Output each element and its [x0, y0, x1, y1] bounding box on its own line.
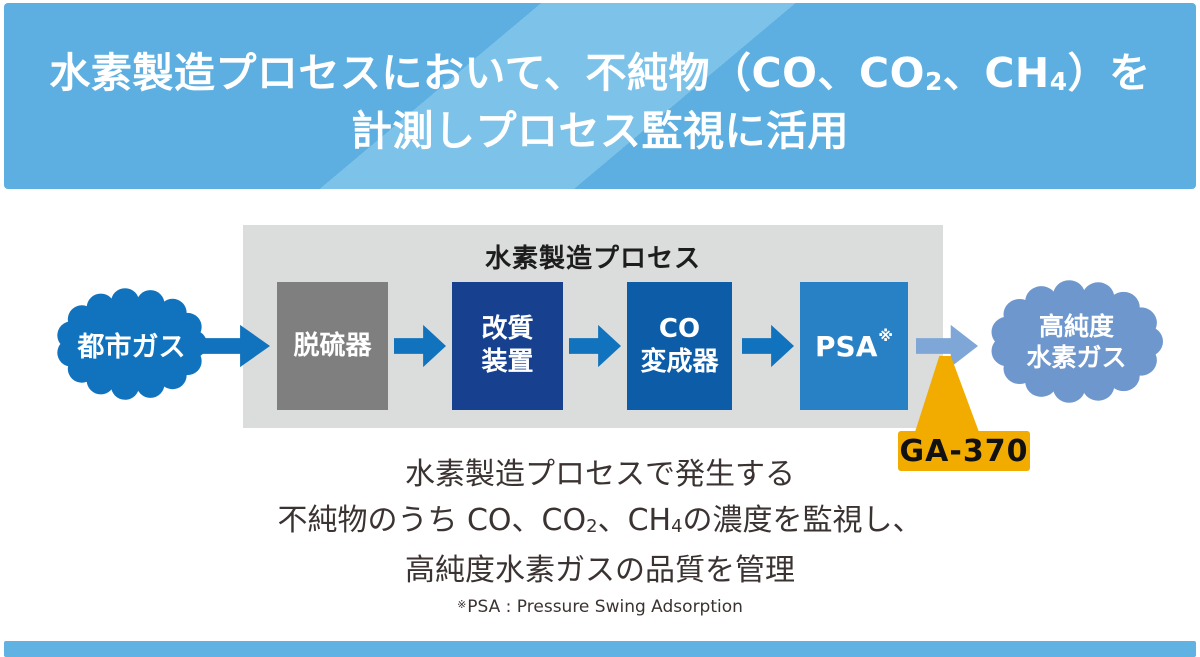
psa-note-mark: ※ [878, 326, 893, 345]
box-reformer: 改質 装置 [452, 282, 563, 410]
box-co-converter: CO 変成器 [627, 282, 732, 410]
desulfurizer-label: 脱硫器 [293, 330, 372, 361]
header-title-line1-part1: 水素製造プロセスにおいて、不純物（CO、CO [49, 49, 925, 97]
caption-co2-subscript: 2 [586, 516, 598, 537]
hydrogen-gas-cloud: 高純度 水素ガス [990, 280, 1163, 403]
cloud-shape-icon [57, 288, 207, 400]
header-title-line1: 水素製造プロセスにおいて、不純物（CO、CO2、CH4）を [4, 47, 1196, 105]
ga370-label: GA-370 [899, 433, 1029, 469]
psa-footnote: ※PSA : Pressure Swing Adsorption [0, 597, 1200, 617]
box-psa: PSA※ [800, 282, 908, 410]
co-converter-label-line1: CO [658, 314, 701, 344]
caption-block: 水素製造プロセスで発生する 不純物のうち CO、CO2、CH4の濃度を監視し、 … [0, 452, 1200, 594]
header-title-line2: 計測しプロセス監視に活用 [351, 107, 849, 155]
city-gas-label: 都市ガス [77, 331, 186, 363]
footnote-mark: ※ [457, 598, 467, 611]
caption-line2-part2: 、CH [597, 503, 672, 538]
footer-bar [4, 641, 1196, 657]
city-gas-cloud: 都市ガス [56, 288, 207, 400]
co2-subscript: 2 [924, 67, 943, 96]
co-converter-label-line2: 変成器 [640, 347, 719, 377]
hydrogen-gas-label-line2: 水素ガス [1026, 342, 1127, 372]
header-banner: 水素製造プロセスにおいて、不純物（CO、CO2、CH4）を 計測しプロセス監視に… [4, 3, 1196, 189]
reformer-label-line2: 装置 [481, 347, 534, 377]
box-desulfurizer: 脱硫器 [277, 282, 388, 410]
caption-line1: 水素製造プロセスで発生する [405, 457, 795, 492]
caption-line2: 不純物のうち CO、CO2、CH4の濃度を監視し、 [0, 498, 1200, 548]
header-title-line1-part3: ）を [1067, 49, 1151, 97]
caption-line2-part1: 不純物のうち CO、CO [277, 503, 587, 538]
process-panel-title: 水素製造プロセス [484, 244, 701, 274]
cloud-shape-icon [991, 280, 1163, 403]
caption-ch4-subscript: 4 [671, 516, 683, 537]
caption-line3: 高純度水素ガスの品質を管理 [405, 553, 795, 588]
ch4-subscript: 4 [1049, 67, 1068, 96]
footnote-text: PSA : Pressure Swing Adsorption [467, 597, 743, 617]
header-title-line1-part2: 、CH [942, 49, 1050, 97]
reformer-label-line1: 改質 [481, 314, 534, 344]
hydrogen-gas-label-line1: 高純度 [1038, 311, 1114, 341]
ga370-device-badge: GA-370 [898, 431, 1030, 471]
hydrogen-gas-label: 高純度 水素ガス [990, 280, 1163, 403]
psa-label: PSA [815, 329, 878, 363]
caption-line2-part3: の濃度を監視し、 [682, 503, 923, 538]
